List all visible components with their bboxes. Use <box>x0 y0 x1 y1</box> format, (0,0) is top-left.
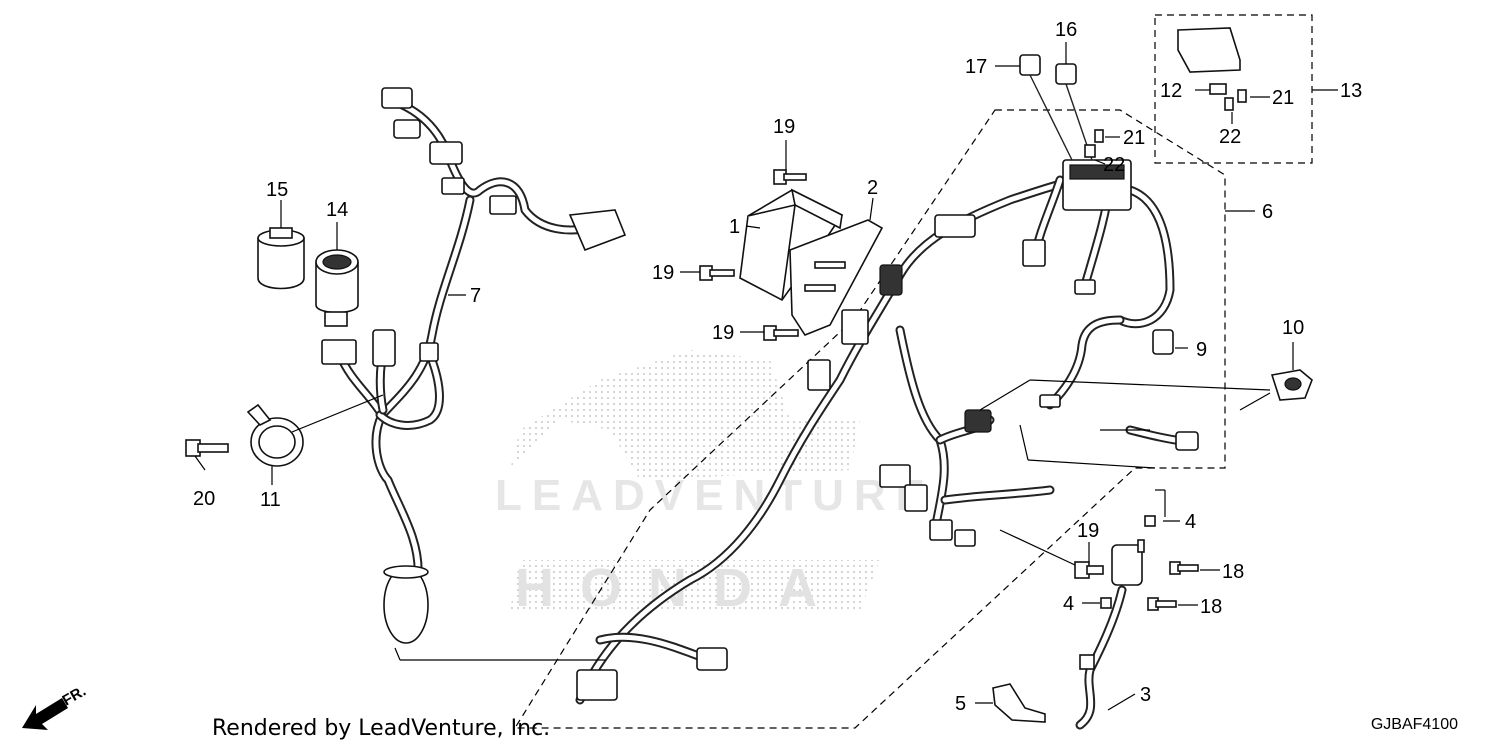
callout-12: 12 <box>1160 80 1182 102</box>
callout-15: 15 <box>266 179 288 201</box>
diagram-code: GJBAF4100 <box>1370 716 1458 733</box>
callout-21a: 21 <box>1272 87 1294 109</box>
callout-4a: 4 <box>1185 511 1196 533</box>
part-4-clip-b <box>1100 597 1112 609</box>
callout-6: 6 <box>1262 201 1273 223</box>
part-15-band <box>257 227 305 290</box>
fuse-21-22-harness <box>1084 129 1104 158</box>
part-2-bracket <box>789 219 884 336</box>
harness-6 <box>575 159 1199 705</box>
callout-4b: 4 <box>1063 593 1074 615</box>
part-5-plug-cap <box>992 683 1046 723</box>
callout-2: 2 <box>867 177 878 199</box>
callout-16: 16 <box>1055 19 1077 41</box>
part-18-bolt-a <box>1169 561 1199 575</box>
callout-5: 5 <box>955 693 966 715</box>
fuse-box-group-outline <box>1154 14 1313 164</box>
front-direction-arrow-icon: FR. <box>22 683 89 730</box>
callout-13: 13 <box>1340 80 1362 102</box>
callout-10: 10 <box>1282 317 1304 339</box>
callout-3: 3 <box>1140 684 1151 706</box>
honda-wing-watermark <box>510 350 880 610</box>
harness-group-outline <box>513 109 1226 729</box>
part-11-horn <box>246 394 384 467</box>
leadventure-watermark: LEADVENTURE <box>495 471 935 520</box>
part-3-ignition-coil <box>1075 539 1145 730</box>
callout-22b: 22 <box>1103 154 1125 176</box>
callout-21b: 21 <box>1123 127 1145 149</box>
callout-14: 14 <box>326 199 348 221</box>
callout-18b: 18 <box>1200 596 1222 618</box>
part-18-bolt-b <box>1147 597 1177 611</box>
callout-11: 11 <box>260 489 281 511</box>
leader-lines <box>194 42 1338 711</box>
footer-credit: Rendered by LeadVenture, Inc. <box>212 716 551 741</box>
callout-19a: 19 <box>773 116 795 138</box>
part-19-bolt-b <box>699 265 735 281</box>
part-19-bolt-c <box>763 325 799 341</box>
callout-7: 7 <box>470 285 481 307</box>
callout-22a: 22 <box>1219 126 1241 148</box>
callout-17: 17 <box>965 56 987 78</box>
part-19-bolt-d <box>1074 561 1104 579</box>
callout-19c: 19 <box>712 322 734 344</box>
part-13-fuse-box <box>1177 27 1247 111</box>
part-10-grommet <box>1270 369 1313 401</box>
part-16-relay <box>1055 63 1093 161</box>
callout-19b: 19 <box>652 262 674 284</box>
part-17-relay <box>1019 54 1073 161</box>
callout-18a: 18 <box>1222 561 1244 583</box>
callout-20: 20 <box>193 488 215 510</box>
part-9-cover <box>1152 329 1174 355</box>
callout-19d: 19 <box>1077 520 1099 542</box>
part-4-clip-a <box>1144 515 1156 527</box>
callout-9: 9 <box>1196 339 1207 361</box>
part-20-bolt <box>185 439 229 457</box>
harness-7 <box>321 87 627 644</box>
part-1-control-unit <box>739 188 844 302</box>
part-19-bolt-a <box>773 169 807 185</box>
honda-watermark: HONDA <box>515 558 843 618</box>
callout-1: 1 <box>729 216 740 238</box>
part-14-socket <box>315 249 359 327</box>
